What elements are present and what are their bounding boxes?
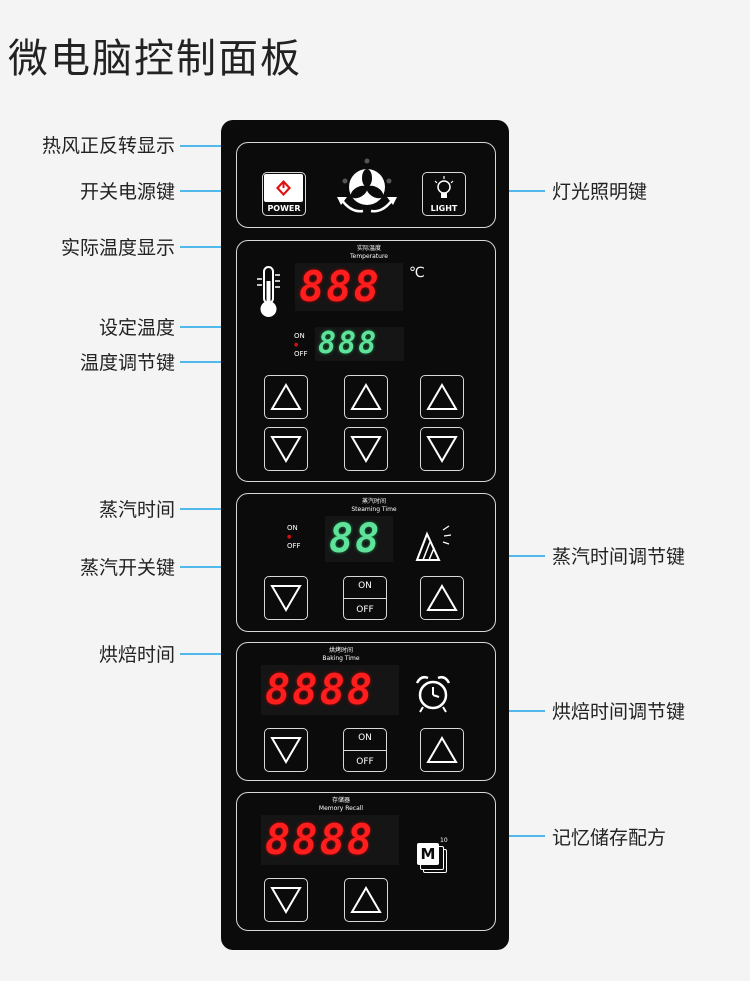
temp-up-button-3[interactable]	[420, 375, 464, 419]
steam-time-down-button[interactable]	[264, 576, 308, 620]
memory-caption-cn: 存储器	[331, 797, 350, 804]
temperature-off-label: OFF	[294, 350, 308, 358]
baking-caption-cn: 烘烤时间	[328, 647, 353, 654]
steaming-caption-cn: 蒸汽时间	[361, 498, 386, 505]
temp-down-button-2[interactable]	[344, 427, 388, 471]
section-steaming: 蒸汽时间 Steaming Time ON ● OFF 88 ON OFF	[236, 493, 496, 632]
steaming-time-display: 88	[325, 516, 393, 562]
steaming-status-dot: ●	[287, 534, 292, 540]
triangle-down-icon	[270, 887, 302, 914]
section-baking: 烘烤时间 Baking Time 8888 ON OFF	[236, 642, 496, 781]
baking-time-display: 8888	[261, 665, 399, 715]
bake-onoff-toggle[interactable]: ON OFF	[343, 728, 387, 772]
section-temperature: 实际温度 Temperature 888 ℃ ON ● OFF 888	[236, 240, 496, 482]
memory-caption-en: Memory Recall	[318, 805, 364, 812]
bake-toggle-on: ON	[358, 733, 372, 743]
toggle-divider	[344, 598, 386, 599]
steaming-on-label: ON	[287, 524, 298, 532]
set-temperature-display: 888	[315, 327, 404, 361]
callout-bake-time: 烘焙时间	[98, 644, 175, 666]
steam-icon	[415, 525, 452, 561]
temp-up-button-1[interactable]	[264, 375, 308, 419]
actual-temperature-display: 888	[295, 263, 403, 311]
power-label: POWER	[267, 204, 301, 213]
steaming-off-label: OFF	[287, 542, 301, 550]
section-memory: 存储器 Memory Recall 8888 M 10	[236, 792, 496, 931]
bake-time-down-button[interactable]	[264, 728, 308, 772]
memory-recipe-icon: M 10	[417, 837, 449, 873]
light-label: LIGHT	[430, 204, 458, 213]
temperature-caption-cn: 实际温度	[356, 245, 381, 252]
steam-toggle-off: OFF	[356, 605, 374, 615]
power-icon	[264, 174, 303, 202]
steam-toggle-on: ON	[358, 581, 372, 591]
callout-bake-time-adjust: 烘焙时间调节键	[552, 701, 686, 723]
memory-badge-count: 10	[440, 837, 448, 844]
temperature-status-dot: ●	[294, 342, 299, 348]
callout-actual-temp: 实际温度显示	[60, 237, 175, 259]
temperature-caption-en: Temperature	[349, 253, 388, 260]
triangle-down-icon	[270, 436, 302, 463]
page-title: 微电脑控制面板	[8, 36, 302, 82]
light-button[interactable]: LIGHT	[422, 172, 466, 216]
toggle-divider	[344, 750, 386, 751]
callout-hot-air: 热风正反转显示	[41, 135, 175, 157]
temp-up-button-2[interactable]	[344, 375, 388, 419]
alarm-clock-icon	[415, 675, 451, 713]
steam-time-up-button[interactable]	[420, 576, 464, 620]
steam-onoff-toggle[interactable]: ON OFF	[343, 576, 387, 620]
triangle-up-icon	[426, 736, 458, 763]
triangle-down-icon	[350, 436, 382, 463]
triangle-up-icon	[270, 383, 302, 410]
bake-time-up-button[interactable]	[420, 728, 464, 772]
callout-steam-switch: 蒸汽开关键	[79, 557, 175, 579]
triangle-up-icon	[350, 886, 382, 913]
triangle-down-icon	[270, 737, 302, 764]
section-power: POWER L	[236, 142, 496, 228]
callout-set-temp: 设定温度	[98, 317, 175, 339]
triangle-up-icon	[426, 584, 458, 611]
triangle-up-icon	[350, 383, 382, 410]
callout-temp-adjust: 温度调节键	[79, 352, 175, 374]
triangle-down-icon	[270, 585, 302, 612]
celsius-unit: ℃	[409, 265, 425, 281]
temperature-on-label: ON	[294, 332, 305, 340]
callout-light-key: 灯光照明键	[552, 181, 648, 203]
bake-toggle-off: OFF	[356, 757, 374, 767]
callout-steam-time: 蒸汽时间	[98, 499, 175, 521]
baking-caption-en: Baking Time	[322, 655, 360, 662]
triangle-down-icon	[426, 436, 458, 463]
memory-up-button[interactable]	[344, 878, 388, 922]
callout-steam-time-adjust: 蒸汽时间调节键	[552, 546, 686, 568]
power-button[interactable]: POWER	[262, 172, 306, 216]
memory-display: 8888	[261, 815, 399, 865]
fan-icon	[337, 158, 397, 213]
steaming-caption-en: Steaming Time	[351, 506, 397, 513]
light-bulb-icon	[434, 176, 454, 198]
temp-down-button-1[interactable]	[264, 427, 308, 471]
callout-power-key: 开关电源键	[79, 181, 175, 203]
control-panel: POWER L	[221, 120, 509, 950]
triangle-up-icon	[426, 383, 458, 410]
callout-memory: 记忆储存配方	[552, 827, 667, 849]
memory-badge-letter: M	[417, 843, 439, 865]
memory-down-button[interactable]	[264, 878, 308, 922]
temp-down-button-3[interactable]	[420, 427, 464, 471]
thermometer-icon	[257, 266, 280, 317]
